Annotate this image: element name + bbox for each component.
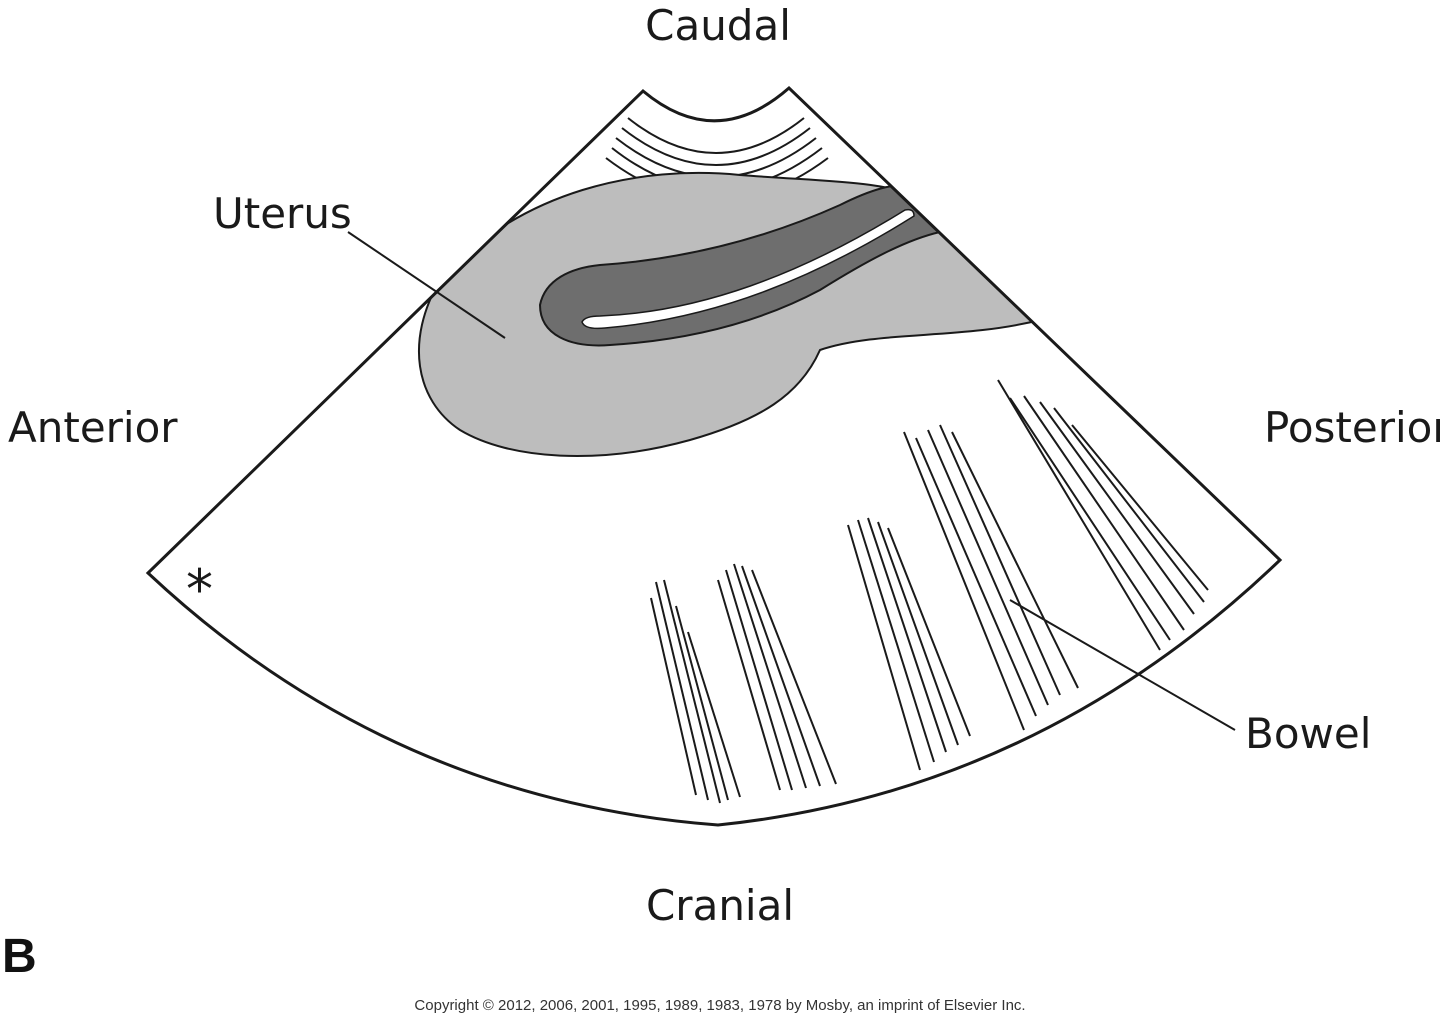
uterus-leader-line <box>347 231 506 339</box>
panel-letter: B <box>2 930 37 983</box>
scan-sector-outline <box>145 85 1283 827</box>
endometrial-cavity <box>581 208 915 330</box>
label-caudal: Caudal <box>645 1 791 50</box>
copyright-notice: Copyright © 2012, 2006, 2001, 1995, 1989… <box>414 997 1025 1014</box>
bowel-echo-lines <box>650 379 1209 804</box>
bowel-leader-line <box>1009 599 1236 731</box>
label-posterior: Posterior <box>1264 403 1440 452</box>
label-bowel: Bowel <box>1245 709 1371 758</box>
uterus-organ <box>418 171 1042 458</box>
asterisk-marker: * <box>186 558 213 621</box>
label-anterior: Anterior <box>8 403 178 452</box>
label-cranial: Cranial <box>646 881 794 930</box>
label-uterus: Uterus <box>213 189 352 238</box>
